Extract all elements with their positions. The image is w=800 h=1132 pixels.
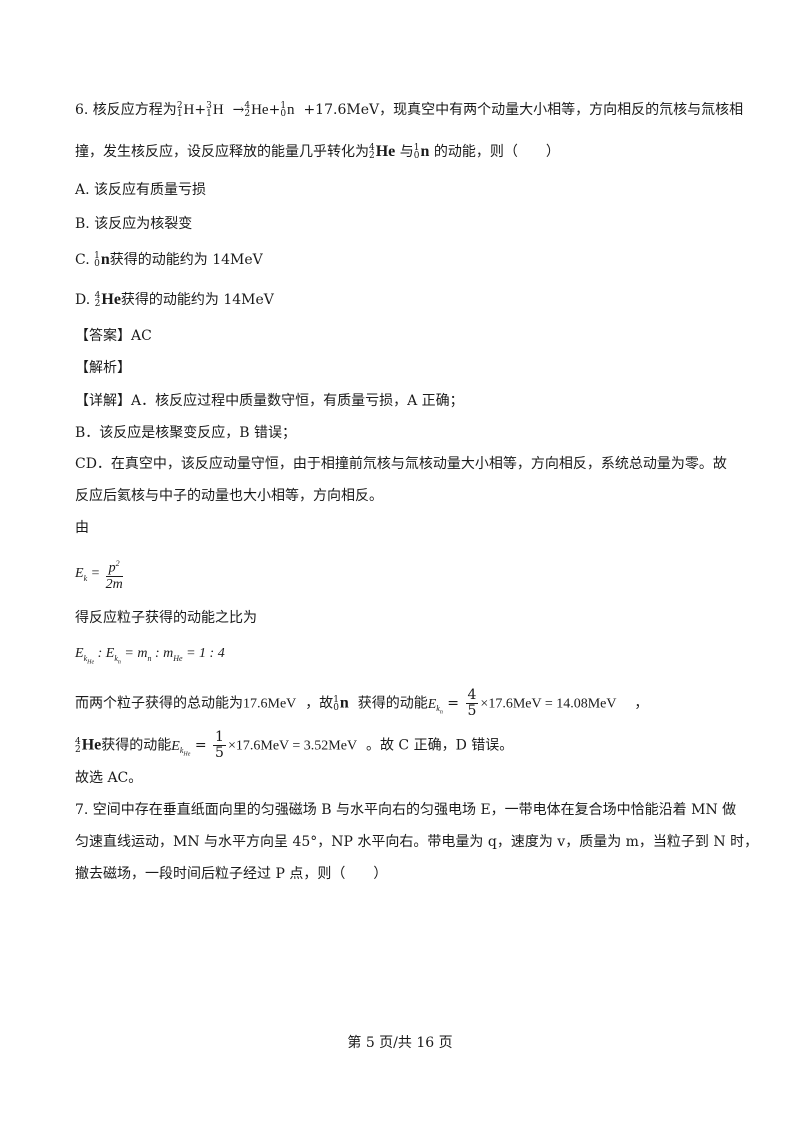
q6-stem-text-b: 的动能，则（ ） bbox=[433, 144, 560, 160]
detail-ratio-intro: 得反应粒子获得的动能之比为 bbox=[75, 610, 257, 626]
option-d-text: 获得的动能约为 14MeV bbox=[120, 292, 274, 308]
q7-line1: 7. 空间中存在垂直纸面向里的匀强磁场 B 与水平向右的匀强电场 E，一带电体在… bbox=[75, 802, 737, 818]
q6-stem-text-a: 撞，发生核反应，设反应释放的能量几乎转化为 bbox=[75, 144, 369, 160]
he-text-a: 获得的动能 bbox=[101, 737, 172, 754]
total-text-b: ，故 bbox=[305, 695, 334, 712]
total-text-c: 获得的动能 bbox=[357, 695, 428, 712]
q6-stem-energy: +17.6MeV，现真空中有两个动量大小相等，方向相反的氘核与氚核相 bbox=[303, 102, 744, 118]
q6-option-a: A. 该反应有质量亏损 bbox=[75, 182, 207, 198]
detail-a-text: A．核反应过程中质量数守恒，有质量亏损，A 正确； bbox=[131, 393, 464, 409]
detail-cd2: 反应后氦核与中子的动量也大小相等，方向相反。 bbox=[75, 488, 383, 504]
answer-tag: 【答案】 bbox=[75, 328, 131, 344]
option-c-label: C. bbox=[75, 252, 90, 268]
option-c-text: 获得的动能约为 14MeV bbox=[109, 252, 263, 268]
he-result: ×17.6MeV = 3.52MeV bbox=[227, 738, 358, 754]
analysis-tag: 【解析】 bbox=[75, 360, 131, 376]
detail-a: 【详解】A．核反应过程中质量数守恒，有质量亏损，A 正确； bbox=[75, 391, 464, 411]
detail-from: 由 bbox=[75, 520, 89, 536]
detail-choose: 故选 AC。 bbox=[75, 770, 143, 786]
detail-cd1: CD．在真空中，该反应动量守恒，由于相撞前氘核与氚核动量大小相等，方向相反，系统… bbox=[75, 456, 727, 472]
detail-b: B．该反应是核聚变反应，B 错误； bbox=[75, 425, 297, 441]
answer-line: 【答案】AC bbox=[75, 326, 152, 346]
page-footer: 第 5 页/共 16 页 bbox=[347, 1035, 453, 1051]
q7-line3: 撤去磁场，一段时间后粒子经过 P 点，则（ ） bbox=[75, 866, 388, 882]
total-text-a: 而两个粒子获得的总动能为 bbox=[75, 695, 243, 712]
en-result: ×17.6MeV = 14.08MeV bbox=[480, 696, 617, 712]
q7-line2: 匀速直线运动，MN 与水平方向呈 45°，NP 水平向右。带电量为 q，速度为 … bbox=[75, 834, 759, 850]
answer-value: AC bbox=[131, 328, 152, 344]
total-value: 17.6MeV bbox=[243, 696, 297, 712]
q6-stem-prefix: 6. 核反应方程为 bbox=[75, 102, 177, 118]
he-text-b: 。故 C 正确，D 错误。 bbox=[365, 737, 514, 754]
option-d-label: D. bbox=[75, 292, 91, 308]
q6-stem-mid: 与 bbox=[399, 144, 414, 160]
formula-ratio: EkHe : Ekn = mn : mHe = 1 : 4 bbox=[75, 646, 225, 666]
detail-tag: 【详解】 bbox=[75, 393, 131, 409]
q6-option-b: B. 该反应为核裂变 bbox=[75, 216, 193, 232]
